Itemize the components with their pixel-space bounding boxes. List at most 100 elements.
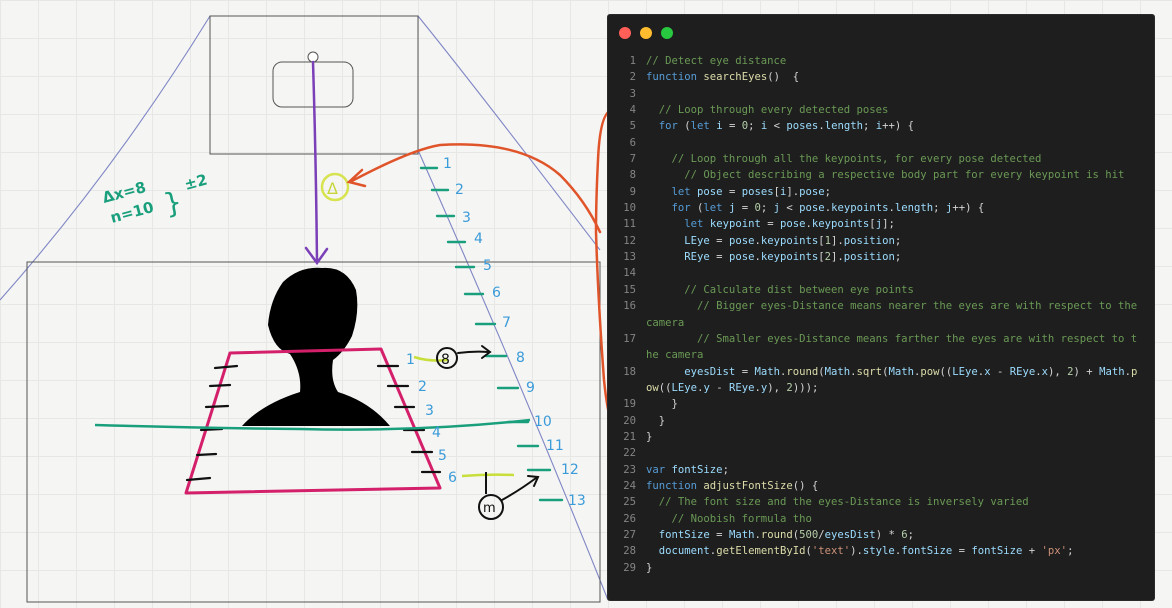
close-dot-icon[interactable] xyxy=(619,27,631,39)
code-line: 20 } xyxy=(608,413,1154,429)
code-text xyxy=(636,445,1142,461)
code-line: 13 REye = pose.keypoints[2].position; xyxy=(608,249,1154,265)
code-line: 1 // Detect eye distance xyxy=(608,53,1154,69)
code-text: fontSize = Math.round(500/eyesDist) * 6; xyxy=(658,528,914,541)
circle-marker-top-label: 8 xyxy=(441,352,450,368)
line-number: 14 xyxy=(623,267,636,280)
code-line: 3 xyxy=(608,86,1154,102)
code-line: 28 document.getElementById('text').style… xyxy=(608,543,1154,559)
depth-ruler-ticks xyxy=(419,166,564,502)
circle-marker-bottom-label: m xyxy=(483,501,496,516)
code-line: 18 eyesDist = Math.round(Math.sqrt(Math.… xyxy=(608,364,1154,397)
code-line: 29} xyxy=(608,560,1154,576)
code-text: // Detect eye distance xyxy=(646,55,787,67)
trapezoid-ruler-labels: 1 2 3 4 5 6 xyxy=(406,352,457,486)
trap-label: 5 xyxy=(438,448,447,464)
code-line: 4 // Loop through every detected poses xyxy=(608,102,1154,118)
line-number: 10 xyxy=(623,202,636,215)
code-text: // Calculate dist between eye points xyxy=(684,283,914,296)
code-text: REye = pose.keypoints[2].position; xyxy=(684,251,902,264)
window-controls xyxy=(619,27,673,39)
code-line: 11 let keypoint = pose.keypoints[j]; xyxy=(608,216,1154,232)
code-line: 21} xyxy=(608,429,1154,445)
code-text: // Smaller eyes-Distance means farther t… xyxy=(646,332,1138,362)
line-number: 15 xyxy=(623,283,636,296)
circle-marker-top-arrow xyxy=(457,345,492,359)
brace: } xyxy=(161,185,185,221)
maximize-dot-icon[interactable] xyxy=(661,27,673,39)
line-number: 26 xyxy=(623,512,636,525)
circle-marker-bottom-arrow xyxy=(501,475,540,501)
screen-box xyxy=(26,261,601,603)
code-line: 5 for (let i = 0; i < poses.length; i++)… xyxy=(608,118,1154,134)
line-number: 6 xyxy=(629,136,636,149)
ruler-label: 13 xyxy=(568,493,586,509)
code-line: 27 fontSize = Math.round(500/eyesDist) *… xyxy=(608,527,1154,543)
code-text: // The font size and the eyes-Distance i… xyxy=(658,496,1029,509)
ruler-label: 11 xyxy=(546,438,564,454)
trap-label: 3 xyxy=(425,403,434,419)
code-text: for (let j = 0; j < pose.keypoints.lengt… xyxy=(671,202,985,215)
line-number: 23 xyxy=(623,463,636,476)
code-text xyxy=(636,135,1142,151)
code-text: LEye = pose.keypoints[1].position; xyxy=(684,234,902,247)
code-text: // Noobish formula tho xyxy=(671,512,812,525)
trap-label: 4 xyxy=(432,425,441,441)
ruler-label: 6 xyxy=(492,285,501,301)
code-line: 14 xyxy=(608,265,1154,281)
head-silhouette xyxy=(242,267,390,426)
camera-box xyxy=(209,15,419,155)
code-text: // Loop through every detected poses xyxy=(658,104,889,117)
minimize-dot-icon[interactable] xyxy=(640,27,652,39)
code-text: let keypoint = pose.keypoints[j]; xyxy=(684,218,895,231)
line-number: 27 xyxy=(623,528,636,541)
line-number: 19 xyxy=(623,398,636,411)
code-line: 10 for (let j = 0; j < pose.keypoints.le… xyxy=(608,200,1154,216)
code-line: 9 let pose = poses[i].pose; xyxy=(608,184,1154,200)
trap-label: 1 xyxy=(406,352,415,368)
line-number: 9 xyxy=(629,185,636,198)
delta-circle-label: Δ xyxy=(327,179,338,198)
code-text: } xyxy=(646,398,678,411)
code-text: } xyxy=(646,430,653,443)
code-line: 15 // Calculate dist between eye points xyxy=(608,282,1154,298)
code-line: 25 // The font size and the eyes-Distanc… xyxy=(608,494,1154,510)
line-number: 18 xyxy=(623,365,636,378)
ruler-label: 7 xyxy=(502,315,511,331)
line-number: 20 xyxy=(623,414,636,427)
face-plane-trapezoid xyxy=(184,347,442,495)
yellow-measure-top xyxy=(413,355,449,362)
depth-ruler-labels: 1 2 3 4 5 6 7 8 9 10 11 12 13 xyxy=(443,156,586,509)
circle-marker-top xyxy=(436,347,458,369)
frustum-lines xyxy=(0,15,609,601)
code-line: 12 LEye = pose.keypoints[1].position; xyxy=(608,233,1154,249)
code-text: // Bigger eyes-Distance means nearer the… xyxy=(646,300,1144,329)
ruler-label: 4 xyxy=(474,231,483,247)
line-number: 28 xyxy=(623,545,636,558)
code-line: 23 var fontSize; xyxy=(608,462,1154,478)
line-number: 13 xyxy=(623,251,636,264)
trap-label: 2 xyxy=(418,379,427,395)
trap-label: 6 xyxy=(448,470,457,486)
circle-marker-bottom xyxy=(478,494,504,520)
line-number: 7 xyxy=(629,153,636,166)
line-number: 24 xyxy=(623,479,636,492)
line-number: 1 xyxy=(629,55,636,67)
trapezoid-ticks-right xyxy=(376,364,442,474)
ruler-label: 9 xyxy=(526,380,535,396)
code-text: } xyxy=(646,561,653,574)
ruler-label: 5 xyxy=(483,258,492,274)
code-line: 8 // Object describing a respective body… xyxy=(608,167,1154,183)
line-number: 2 xyxy=(629,71,636,84)
code-text: eyesDist = Math.round(Math.sqrt(Math.pow… xyxy=(646,365,1138,394)
ruler-label: 8 xyxy=(516,350,525,366)
code-line: 17 // Smaller eyes-Distance means farthe… xyxy=(608,331,1154,364)
code-text: var fontSize; xyxy=(646,463,729,476)
yellow-measure-bottom xyxy=(461,473,515,478)
line-number: 3 xyxy=(629,87,636,100)
line-number: 11 xyxy=(623,218,636,231)
